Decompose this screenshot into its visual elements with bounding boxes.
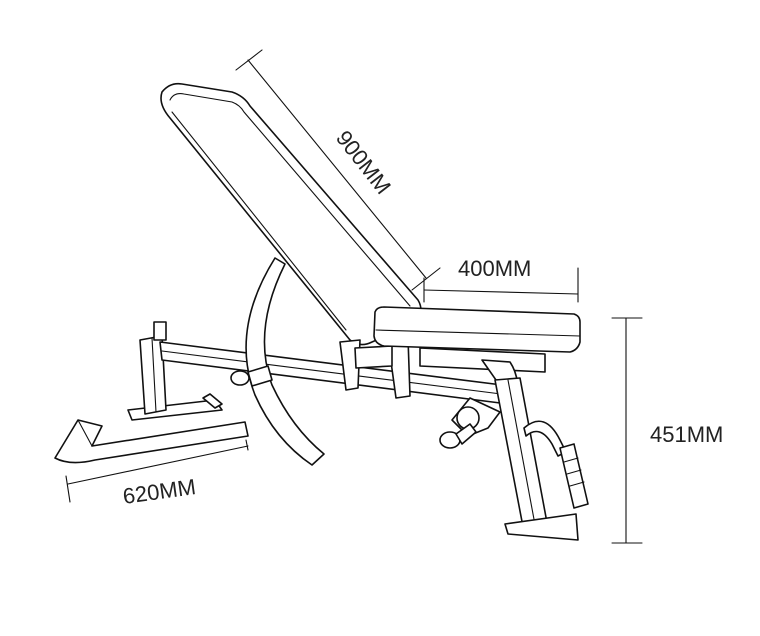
pop-pin-knob-rear [230, 365, 273, 387]
leg-hold-bar [523, 420, 589, 509]
adjustment-arc [245, 257, 325, 466]
rear-base-foot [54, 393, 249, 464]
backrest-pad [160, 82, 422, 346]
label-base-length: 620MM [121, 474, 197, 509]
front-upright [481, 359, 579, 541]
label-seat-height: 451MM [650, 422, 723, 447]
dimension-seat-height: 451MM [611, 317, 723, 544]
dimension-seat-length: 400MM [423, 256, 579, 303]
rear-upright [139, 321, 167, 415]
label-backrest-length: 900MM [331, 126, 396, 199]
pop-pin-knob-front [439, 397, 501, 449]
backrest-brackets [339, 337, 411, 399]
label-seat-length: 400MM [458, 256, 531, 281]
